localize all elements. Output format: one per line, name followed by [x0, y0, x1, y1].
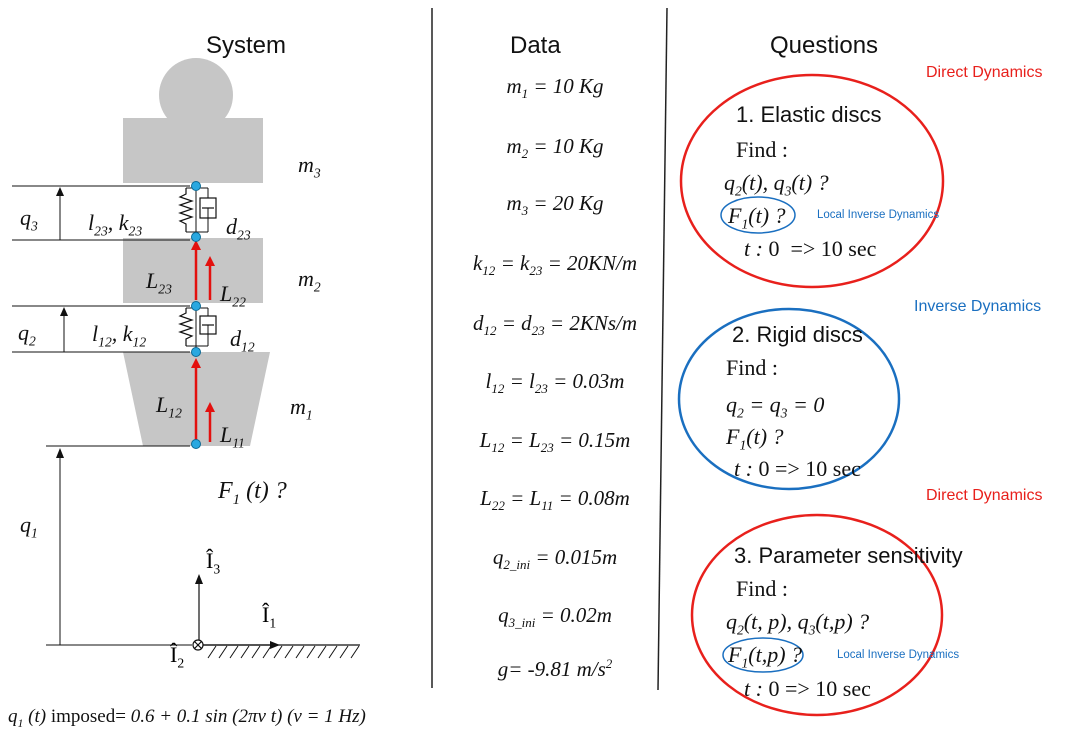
- label-q1: q1: [20, 512, 38, 541]
- data-m2: m2 = 10 Kg: [506, 134, 604, 162]
- ellipse-sub-q1: [720, 196, 796, 234]
- q1-find: Find :: [736, 137, 788, 162]
- imposed-motion-text: q1 (t) imposed= 0.6 + 0.1 sin (2πν t) (ν…: [8, 706, 366, 730]
- ellipse-q3: [690, 513, 944, 717]
- q2-line1: q2 = q3 = 0: [726, 392, 825, 421]
- label-I2: Î2: [170, 642, 185, 671]
- data-q2-ini: q2_ini = 0.015m: [492, 545, 618, 573]
- q1-title: 1. Elastic discs: [736, 102, 882, 127]
- data-l: l12 = l23 = 0.03m: [485, 369, 625, 397]
- q3-line2: F1(t,p) ?: [728, 642, 803, 671]
- label-force-F1: F1 (t) ?: [218, 478, 287, 508]
- q1-time: t : 0 => 10 sec: [744, 236, 877, 261]
- ellipse-q1: [679, 73, 945, 289]
- data-header: Data: [510, 32, 561, 59]
- ellipse-sub-q3: [722, 637, 804, 673]
- tag-q2: Inverse Dynamics: [914, 298, 1042, 315]
- joint: [191, 347, 201, 357]
- joint: [191, 439, 201, 449]
- label-spring-23: l23, k23: [88, 210, 143, 239]
- data-m1: m1 = 10 Kg: [506, 74, 604, 102]
- q2-title: 2. Rigid discs: [732, 322, 863, 347]
- label-m2: m2: [298, 266, 321, 295]
- q2-time: t : 0 => 10 sec: [734, 456, 861, 481]
- q3-sub-tag: Local Inverse Dynamics: [837, 649, 960, 661]
- data-k: k12 = k23 = 20KN/m: [472, 251, 638, 279]
- axis-I2-symbol: [192, 639, 204, 651]
- label-damper-23: d23: [226, 214, 251, 243]
- spring-damper-12: [178, 305, 217, 350]
- tag-q1: Direct Dynamics: [926, 64, 1043, 81]
- label-spring-12: l12, k12: [92, 321, 147, 350]
- label-L11: L11: [220, 422, 245, 451]
- q1-line2: F1(t) ?: [728, 203, 786, 232]
- data-m3: m3 = 20 Kg: [506, 191, 604, 219]
- q3-find: Find :: [736, 576, 788, 601]
- label-L23: L23: [146, 268, 172, 297]
- data-d: d12 = d23 = 2KNs/m: [472, 311, 638, 339]
- q2-find: Find :: [726, 355, 778, 380]
- label-L22: L22: [220, 281, 246, 310]
- label-m1: m1: [290, 394, 313, 423]
- ground-hatch: [207, 645, 360, 659]
- data-g: g= -9.81 m/s2: [497, 656, 613, 681]
- tag-q3: Direct Dynamics: [926, 487, 1043, 504]
- q3-line1: q2(t, p), q3(t,p) ?: [726, 609, 870, 638]
- label-damper-12: d12: [230, 326, 255, 355]
- label-q3: q3: [20, 205, 38, 234]
- q3-time: t : 0 => 10 sec: [744, 676, 871, 701]
- system-header: System: [206, 32, 287, 59]
- q1-line1: q2(t), q3(t) ?: [724, 170, 829, 199]
- label-L12: L12: [156, 392, 182, 421]
- ellipse-q2: [677, 307, 901, 491]
- q3-title: 3. Parameter sensitivity: [734, 543, 963, 568]
- head-shape: [159, 58, 233, 132]
- label-m3: m3: [298, 152, 321, 181]
- q1-sub-tag: Local Inverse Dynamics: [817, 209, 940, 221]
- joint: [191, 301, 201, 311]
- data-L-short: L22 = L11 = 0.08m: [480, 486, 630, 514]
- questions-header: Questions: [770, 32, 879, 59]
- label-q2: q2: [18, 320, 36, 349]
- q2-line2: F1(t) ?: [726, 424, 784, 453]
- data-L-long: L12 = L23 = 0.15m: [479, 428, 631, 456]
- joint: [191, 232, 201, 242]
- mechanical-system-drawing: [12, 58, 360, 659]
- joint: [191, 181, 201, 191]
- body-m3: [123, 118, 263, 183]
- data-q3-ini: q3_ini = 0.02m: [498, 603, 612, 631]
- label-I3: Î3: [206, 548, 221, 577]
- label-I1: Î1: [262, 602, 277, 631]
